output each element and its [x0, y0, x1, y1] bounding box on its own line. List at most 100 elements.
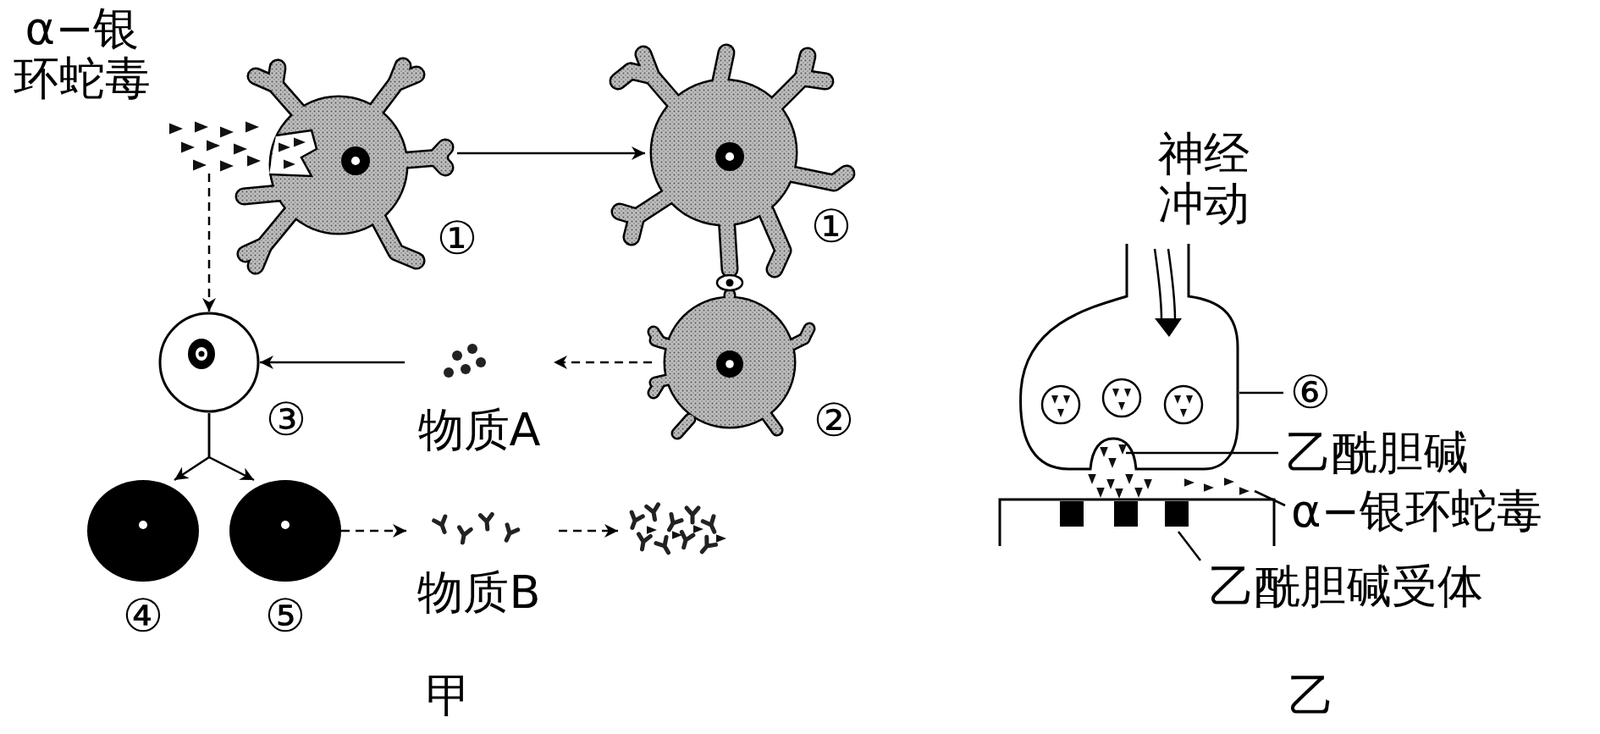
toxin-particle [278, 142, 291, 152]
cell-process [619, 193, 674, 217]
synaptic-vesicle [1042, 386, 1080, 424]
toxin-particle [293, 137, 306, 147]
b-cell [160, 313, 259, 412]
toxin-particle [193, 160, 207, 172]
antibody-particle [501, 524, 519, 543]
receptor [1114, 501, 1138, 527]
cell-process-outline [802, 55, 808, 78]
b-cell: ③ [158, 311, 260, 414]
cell-process-outline [243, 193, 280, 197]
antibody-particle [663, 514, 682, 534]
toxin-particle [1239, 486, 1250, 496]
cell-process-outline [766, 414, 778, 431]
connector-arrow [209, 413, 254, 480]
cytokine-particle [443, 367, 454, 378]
callout-number: ⑥ [1290, 367, 1331, 418]
receptor [1164, 501, 1189, 527]
cell-fill [653, 294, 810, 434]
cell-outline [243, 66, 446, 266]
substance-label: 物质B [417, 567, 541, 618]
toxin-particle [646, 525, 657, 535]
cell-nucleus [716, 350, 744, 378]
toxin-particle [247, 155, 261, 167]
cell-nucleus [138, 520, 148, 530]
cell-process [653, 331, 661, 343]
antibody-particle [686, 507, 699, 523]
transmitter-particles [1051, 388, 1250, 499]
connector-arrow [174, 413, 210, 480]
cell-process [677, 419, 690, 434]
cell-process [255, 245, 265, 266]
cell-process [802, 55, 808, 78]
cell-process [788, 173, 847, 183]
receptor [1059, 501, 1084, 527]
toxin-particle [220, 126, 234, 138]
figure-label: 甲 [425, 670, 472, 721]
substance-group: 物质A [404, 336, 554, 461]
cell-process-outline [653, 381, 661, 393]
toxin-particle [194, 121, 209, 133]
nucleolus [198, 351, 205, 358]
toxin-particle [1184, 478, 1195, 487]
toxin-particle [672, 530, 683, 540]
cell-process [766, 211, 784, 270]
cell-body-outline [663, 296, 797, 430]
cell-process-outline [376, 215, 417, 261]
cell-contact-dot [726, 279, 734, 287]
cell-drawing [651, 289, 813, 439]
toxin-particle [245, 121, 260, 133]
toxin-particle [220, 160, 234, 172]
antibody-particle [656, 537, 674, 557]
acetylcholine-particle [1114, 488, 1124, 499]
cell-process [653, 381, 661, 393]
connector-arrow [457, 152, 646, 155]
cell-contact [717, 275, 743, 291]
cell-process-outline [766, 211, 784, 270]
antibody-particle [434, 516, 451, 535]
antibody-particle [457, 527, 472, 544]
part-label: α−银环蛇毒 [1291, 485, 1543, 536]
cell-process [376, 215, 417, 261]
antibody-particle [480, 513, 493, 530]
acetylcholine-particle [1124, 388, 1132, 398]
substance-group: 物质B [406, 503, 556, 624]
leader-line [1254, 491, 1286, 506]
leader-line [1125, 452, 1279, 455]
cell-process-outline [804, 328, 810, 339]
toxin-bite-edge [269, 130, 317, 177]
acetylcholine-particle [1057, 408, 1065, 418]
toxin-particle [181, 142, 195, 154]
toxin-particle [206, 140, 221, 152]
cell-process [643, 54, 652, 77]
toxin-particle [169, 123, 183, 135]
cell-process-outline [255, 245, 265, 266]
connector-arrow [208, 173, 211, 312]
cell-process-outline [719, 52, 727, 85]
cell-process [617, 71, 631, 82]
toxin-particle [283, 159, 296, 169]
plasma-cell: ⑤ [229, 480, 342, 582]
cell-process [435, 157, 446, 168]
cell-process-outline [653, 331, 661, 343]
t-cell: ② [651, 289, 813, 439]
antibody-particle [702, 516, 720, 535]
toxin-particle [693, 524, 704, 534]
cell-process-outline [631, 216, 637, 238]
cell-drawing [87, 480, 199, 582]
antibody-particle [636, 534, 652, 551]
cell-process [275, 67, 278, 85]
cell-process-outline [617, 71, 631, 82]
toxin-group: α−银 环蛇毒 [8, 0, 280, 174]
toxin-particle [1203, 483, 1214, 492]
cell-drawing [158, 311, 260, 414]
dark-cell [229, 480, 342, 582]
connector-arrow [259, 361, 405, 365]
antigen-antibody-cluster [626, 504, 727, 556]
cell-fill [243, 66, 446, 266]
postsynaptic-membrane [999, 499, 1275, 547]
cell-process-outline [396, 66, 403, 83]
callout-number: ② [813, 395, 855, 446]
cell-body [270, 97, 407, 233]
